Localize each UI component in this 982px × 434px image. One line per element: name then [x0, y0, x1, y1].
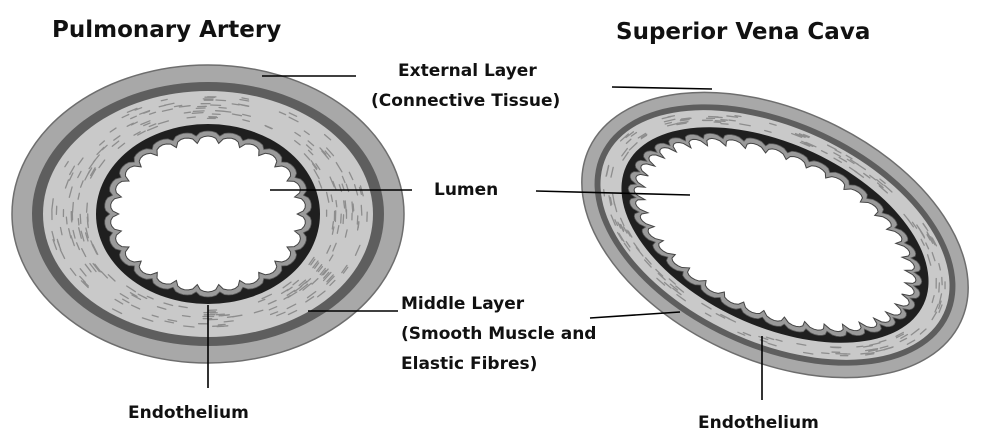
muscle-fibre-mark [357, 216, 358, 224]
artery-lumen [111, 136, 306, 292]
middle-layer-label: Middle Layer [401, 294, 525, 314]
muscle-fibre-mark [80, 214, 81, 223]
muscle-fibre-mark [193, 111, 204, 112]
muscle-fibre-mark [87, 203, 88, 212]
lumen-label: Lumen [434, 180, 498, 200]
muscle-fibre-mark [78, 219, 79, 225]
endothelium-label-left: Endothelium [128, 403, 249, 423]
muscle-fibre-mark [221, 315, 229, 316]
muscle-fibre-mark [88, 221, 89, 228]
middle-layer-sublabel-2: Elastic Fibres) [401, 354, 537, 374]
muscle-fibre-mark [217, 314, 225, 315]
muscle-fibre-mark [353, 204, 354, 211]
muscle-fibre-mark [223, 111, 231, 112]
middle-layer-sublabel-1: (Smooth Muscle and [401, 324, 596, 344]
muscle-fibre-mark [216, 111, 223, 112]
leader-external-right [612, 87, 712, 89]
muscle-fibre-mark [219, 108, 226, 109]
endothelium-label-right: Endothelium [698, 413, 819, 433]
muscle-fibre-mark [344, 201, 345, 208]
vena-cava-cross-section [536, 35, 982, 434]
muscle-fibre-mark [184, 112, 190, 113]
muscle-fibre-mark [343, 215, 344, 224]
muscle-fibre-mark [336, 201, 337, 207]
muscle-fibre-mark [73, 203, 74, 213]
muscle-fibre-mark [358, 222, 359, 228]
muscle-fibre-mark [192, 113, 203, 114]
muscle-fibre-mark [66, 217, 67, 224]
vena-cava-title: Superior Vena Cava [616, 19, 870, 45]
muscle-fibre-mark [187, 117, 195, 118]
muscle-fibre-mark [341, 214, 342, 223]
muscle-fibre-mark [216, 100, 226, 101]
pulmonary-artery-title: Pulmonary Artery [52, 17, 281, 43]
muscle-fibre-mark [228, 317, 234, 318]
muscle-fibre-mark [218, 324, 225, 325]
external-layer-sublabel: (Connective Tissue) [371, 91, 560, 111]
external-layer-label: External Layer [398, 61, 537, 81]
muscle-fibre-mark [361, 205, 362, 215]
